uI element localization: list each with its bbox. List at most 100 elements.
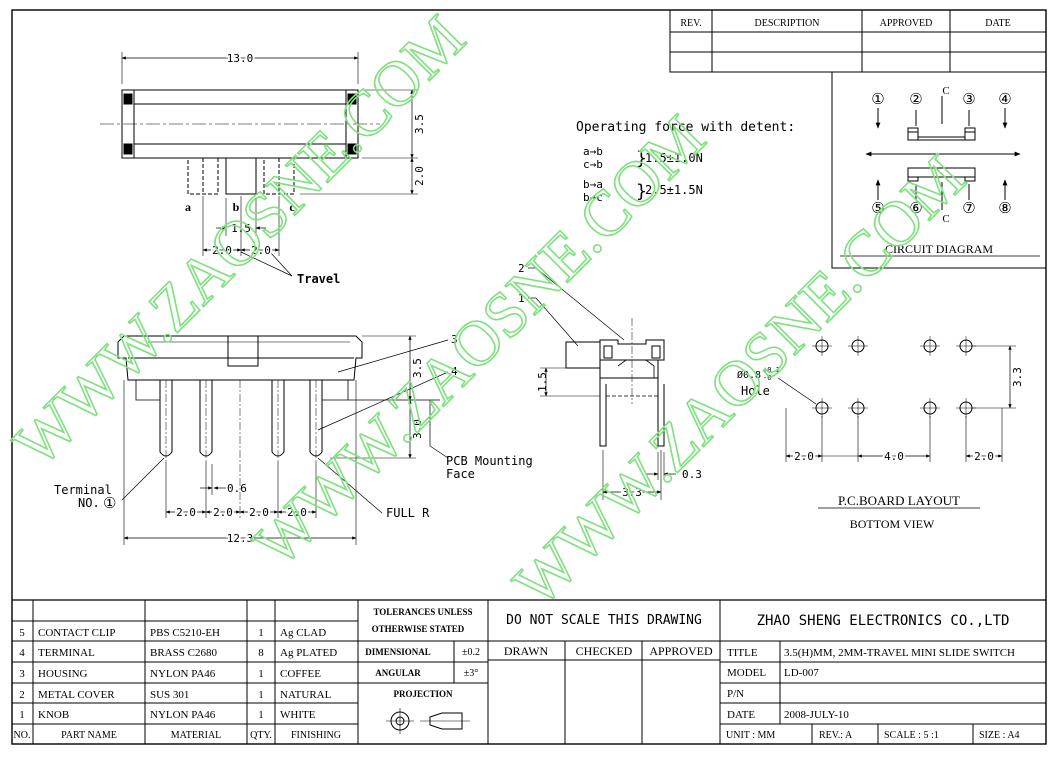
parts-row-no: 4 <box>19 647 25 659</box>
parts-row-no: 1 <box>19 709 25 721</box>
parts-row-name: KNOB <box>38 709 69 721</box>
pitch-4: 2.0 <box>287 506 307 519</box>
parts-row-material: NYLON PA46 <box>150 709 216 721</box>
parts-row-material: NYLON PA46 <box>150 668 216 680</box>
top-view <box>100 52 418 277</box>
size-value: SIZE : A4 <box>979 730 1020 741</box>
circuit-pin-5: ⑤ <box>871 201 884 217</box>
parts-row-name: TERMINAL <box>38 647 95 659</box>
travel-left-dim: 2.0 <box>212 244 232 257</box>
circuit-common-bottom: C <box>942 213 949 225</box>
pcb-layout <box>777 336 1016 509</box>
force-line-1: a→b <box>583 145 603 158</box>
pcb-hole-label: Hole <box>741 384 770 398</box>
circuit-pin-4: ④ <box>998 92 1011 108</box>
approval-checked: CHECKED <box>576 644 633 658</box>
pcb-col-mid-dim: 4.0 <box>884 450 904 463</box>
pn-label: P/N <box>727 688 744 700</box>
top-overall-length: 13.0 <box>227 52 254 65</box>
pin-label-a: a <box>185 200 191 214</box>
rev-header-approved: APPROVED <box>880 18 933 29</box>
full-r-label: FULL R <box>386 506 430 520</box>
circuit-pin-2: ② <box>909 92 922 108</box>
pcb-layout-title: P.C.BOARD LAYOUT <box>838 493 960 508</box>
front-height-dim: 3.5 <box>411 358 424 378</box>
pcb-face-label: Face <box>446 467 475 481</box>
force-line-2: c→b <box>583 158 603 171</box>
parts-row-no: 3 <box>19 668 25 680</box>
tolerance-angular-label: ANGULAR <box>375 668 421 678</box>
pitch-2: 2.0 <box>213 506 233 519</box>
force-value-1: 1.5±1.0N <box>645 151 703 165</box>
parts-row-no: 2 <box>19 689 25 701</box>
circuit-pin-7: ⑦ <box>962 201 975 217</box>
parts-row-qty: 1 <box>258 668 264 680</box>
top-terminal-dim: 2.0 <box>413 166 426 186</box>
parts-row-no: 5 <box>19 627 25 639</box>
pcb-hole-tol-plus: +0.1 <box>763 366 780 374</box>
circuit-pin-8: ⑧ <box>998 201 1011 217</box>
terminal-no-circle: ① <box>103 496 116 512</box>
pcb-col-left-dim: 2.0 <box>794 450 814 463</box>
parts-header-finishing: FINISHING <box>291 730 341 741</box>
side-thickness-dim: 0.3 <box>682 468 702 481</box>
parts-row-name: HOUSING <box>38 668 88 680</box>
terminal-label: Terminal <box>54 483 112 497</box>
approval-approved: APPROVED <box>649 644 713 658</box>
top-height-dim: 3.5 <box>413 114 426 134</box>
side-knob-height-dim: 1.5 <box>536 372 549 392</box>
pcb-layout-subtitle: BOTTOM VIEW <box>850 517 935 531</box>
circuit-pin-1: ① <box>871 92 884 108</box>
parts-row-name: CONTACT CLIP <box>38 627 115 639</box>
projection-symbol <box>386 708 470 734</box>
pitch-1: 2.0 <box>176 506 196 519</box>
front-view <box>117 335 449 545</box>
unit-value: UNIT : MM <box>726 730 775 741</box>
tolerance-dimensional-label: DIMENSIONAL <box>365 647 431 657</box>
pin-label-b: b <box>233 200 240 214</box>
date-label: DATE <box>727 709 755 721</box>
front-pin-width-dim: 0.6 <box>227 482 247 495</box>
force-brace-1: } <box>636 148 647 169</box>
parts-row-material: BRASS C2680 <box>150 647 217 659</box>
force-brace-2: } <box>636 181 647 202</box>
rev-header-date: DATE <box>985 18 1011 29</box>
pcb-col-right-dim: 2.0 <box>974 450 994 463</box>
model-label: MODEL <box>727 667 766 679</box>
sheet-border <box>11 9 1047 745</box>
travel-right-dim: 2.0 <box>251 244 271 257</box>
do-not-scale-note: DO NOT SCALE THIS DRAWING <box>506 613 702 628</box>
tolerance-dimensional-value: ±0.2 <box>462 647 480 658</box>
rev-header-description: DESCRIPTION <box>754 18 819 29</box>
parts-row-qty: 1 <box>258 627 264 639</box>
pcb-hole-tol-minus: -0 <box>763 374 771 382</box>
projection-label: PROJECTION <box>393 689 453 699</box>
pcb-holes <box>812 336 976 418</box>
force-line-4: b→c <box>583 191 603 204</box>
tolerance-angular-value: ±3° <box>464 668 479 679</box>
callout-4: 4 <box>451 365 458 378</box>
rev-value: REV.: A <box>819 730 853 741</box>
pitch-3: 2.0 <box>249 506 269 519</box>
parts-header-qty: QTY. <box>250 730 272 741</box>
circuit-pin-6: ⑥ <box>909 201 922 217</box>
title-value: 3.5(H)MM, 2MM-TRAVEL MINI SLIDE SWITCH <box>784 647 1015 659</box>
parts-row-qty: 1 <box>258 689 264 701</box>
tolerance-title-2: OTHERWISE STATED <box>372 624 465 634</box>
parts-row-finish: COFFEE <box>280 668 321 680</box>
callout-1: 1 <box>518 292 525 305</box>
date-value: 2008-JULY-10 <box>784 709 849 721</box>
terminal-no: NO. <box>78 496 100 510</box>
parts-row-qty: 8 <box>258 647 264 659</box>
pcb-mounting-label: PCB Mounting <box>446 454 533 468</box>
watermark: WWW.ZAOSNE.COM WWW.ZAOSNE.COM WWW.ZAOSNE… <box>0 1 979 621</box>
front-pin-length-dim: 3.0 <box>411 419 424 439</box>
operating-force-title: Operating force with detent: <box>576 120 795 135</box>
circuit-diagram-box <box>831 71 1047 269</box>
parts-row-material: PBS C5210-EH <box>150 627 220 639</box>
circuit-pin-3: ③ <box>962 92 975 108</box>
tolerance-title-1: TOLERANCES UNLESS <box>373 607 472 617</box>
pcb-row-spacing-dim: 3.3 <box>1011 367 1024 387</box>
